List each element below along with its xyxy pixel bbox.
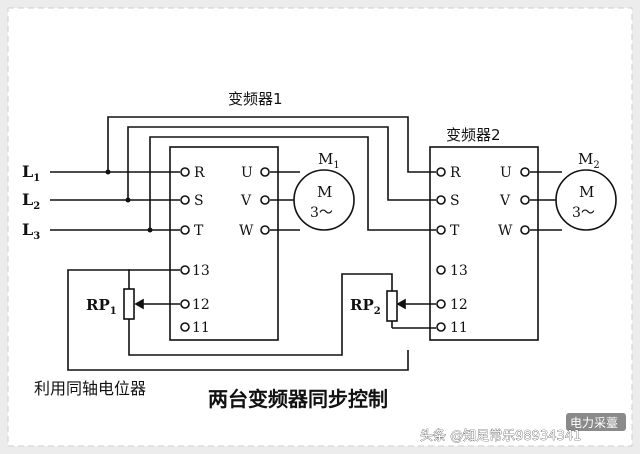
inv2-label-v: V <box>499 193 511 209</box>
caption-main: 两台变频器同步控制 <box>208 387 388 411</box>
line-l2: L2 <box>22 190 40 212</box>
caption-left: 利用同轴电位器 <box>34 379 146 398</box>
motor2-inner-bottom: 3～ <box>572 205 595 221</box>
junctions <box>105 169 153 233</box>
watermark-source: 头条 @知足常乐98934341 <box>420 428 581 444</box>
inv1-label-t: T <box>194 223 204 239</box>
inverter1-terminals <box>180 167 270 332</box>
inv2-label-13: 13 <box>450 263 468 279</box>
inv1-label-u: U <box>241 165 253 181</box>
inverter2-title: 变频器2 <box>446 126 501 144</box>
inverter1-terminal-labels: R S T U V W 13 12 11 <box>192 165 254 336</box>
motor1-inner-top: M <box>317 183 332 201</box>
inv1-label-v: V <box>240 193 252 209</box>
inverter2-terminals <box>436 167 530 332</box>
line-l1: L1 <box>22 162 40 184</box>
inv1-label-s: S <box>194 193 204 209</box>
inv1-label-w: W <box>239 223 254 239</box>
rp1-label: RP1 <box>86 296 117 317</box>
inv1-label-12: 12 <box>192 297 210 313</box>
inv2-label-w: W <box>498 223 513 239</box>
inv1-label-13: 13 <box>192 263 210 279</box>
inv2-label-u: U <box>500 165 512 181</box>
inv2-label-s: S <box>450 193 460 209</box>
motor2-inner-top: M <box>579 183 594 201</box>
inverter2-terminal-labels: R S T U V W 13 12 11 <box>450 165 513 336</box>
inverter1-box <box>169 146 279 341</box>
inv1-label-11: 11 <box>192 320 210 336</box>
inverter2-box <box>429 146 539 341</box>
motor1-inner-bottom: 3～ <box>310 205 333 221</box>
watermark-brand: 电力采薹 <box>570 415 618 430</box>
watermark: 电力采薹 头条 @知足常乐98934341 <box>420 413 626 444</box>
inv1-label-r: R <box>194 165 205 181</box>
inv2-label-r: R <box>450 165 461 181</box>
inv2-label-11: 11 <box>450 320 468 336</box>
line-l3: L3 <box>22 220 40 242</box>
motor1-label: M1 <box>318 150 340 171</box>
rp2-label: RP2 <box>350 296 381 317</box>
inverter1-title: 变频器1 <box>228 90 283 108</box>
inv2-label-12: 12 <box>450 297 468 313</box>
wires <box>50 116 617 371</box>
inv2-label-t: T <box>450 223 460 239</box>
motor2-label: M2 <box>578 150 600 171</box>
